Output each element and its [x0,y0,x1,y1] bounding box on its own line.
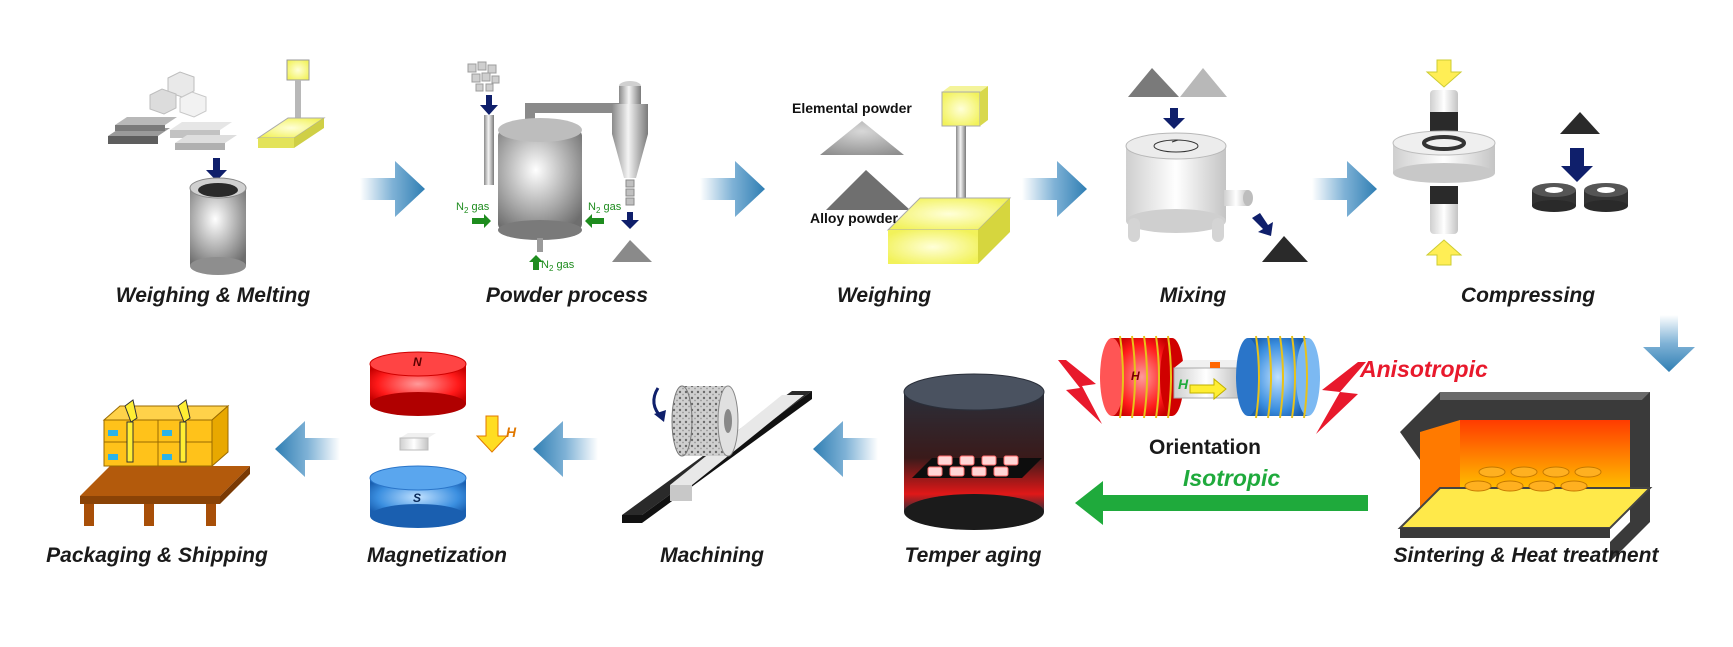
n2-gas-label-bottom: N2 gas [541,259,575,274]
weighing-illustration [820,86,1012,264]
mixing-illustration [1125,68,1308,262]
flow-arrow-3 [1022,161,1087,217]
step-label-sintering: Sintering & Heat treatment [1393,544,1659,567]
magnetization-field-h: H [506,424,517,440]
orientation-coil-h: H [1131,369,1140,383]
pole-n-label: N [413,355,422,369]
flow-arrow-1 [360,161,425,217]
compressed-ring-1 [1532,183,1576,212]
step-label-weighing-melting: Weighing & Melting [115,284,311,307]
pole-s-label: S [413,491,422,505]
elemental-powder-label: Elemental powder [792,100,912,116]
alloy-powder-label: Alloy powder [810,210,898,226]
step-label-compressing: Compressing [1460,284,1596,307]
step-label-temper-aging: Temper aging [904,544,1042,567]
step-label-magnetization: Magnetization [367,544,507,567]
magnetization-illustration [369,351,509,528]
step-label-orientation: Orientation [1148,436,1262,459]
powder-process-illustration [467,61,652,270]
flow-arrow-4 [1312,161,1377,217]
machining-illustration [622,385,812,523]
orientation-illustration [1058,335,1366,434]
orientation-field-h: H [1178,376,1189,392]
flow-arrow-5 [813,421,878,477]
sintering-furnace-illustration [1397,392,1653,562]
temper-aging-illustration [903,373,1045,530]
flow-arrow-6 [533,421,598,477]
step-label-powder-process: Powder process [485,284,649,307]
step-label-mixing: Mixing [1159,284,1227,307]
n2-gas-label-left: N2 gas [456,201,490,216]
step-label-weighing: Weighing [836,284,932,307]
isotropic-arrow [1075,481,1368,525]
packaging-illustration [80,399,250,526]
flow-arrow-7 [275,421,340,477]
weighing-melting-illustration [108,59,326,275]
isotropic-label: Isotropic [1183,465,1281,491]
flow-arrow-2 [700,161,765,217]
step-label-machining: Machining [660,544,764,567]
anisotropic-label: Anisotropic [1360,356,1488,382]
step-label-packaging: Packaging & Shipping [46,544,268,567]
compressed-ring-2 [1584,183,1628,212]
flow-arrow-down [1643,315,1695,372]
compressing-illustration [1392,59,1628,266]
n2-gas-label-right: N2 gas [588,201,622,216]
